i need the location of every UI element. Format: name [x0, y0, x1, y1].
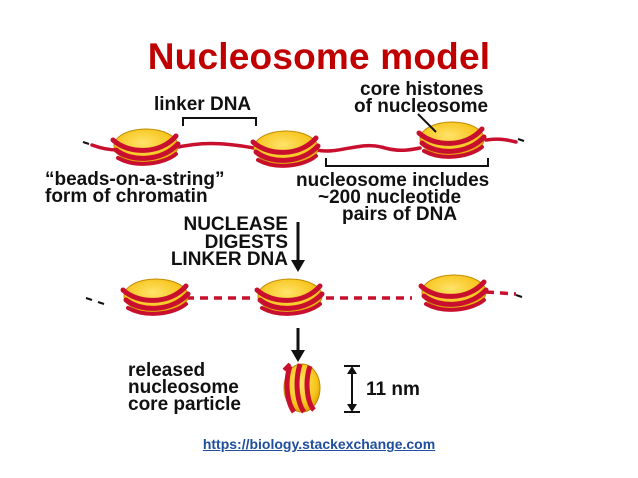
core-histones-pointer	[417, 113, 437, 133]
label-released: released	[128, 360, 206, 381]
label-pairs: pairs of DNA	[342, 204, 458, 225]
nucleosome-bead	[419, 122, 484, 157]
label-linker-dna-2: LINKER DNA	[170, 249, 288, 270]
size-dimension	[344, 365, 360, 413]
label-linker-dna: linker DNA	[154, 94, 252, 115]
nucleosome-bead	[257, 279, 322, 314]
nucleosome-bead	[253, 131, 318, 166]
label-nucleotide: ~200 nucleotide	[318, 187, 462, 208]
dna-end-mark	[82, 141, 90, 145]
dna-strand-top	[90, 137, 518, 153]
nucleosome-bead	[421, 275, 486, 310]
label-digests: DIGESTS	[204, 232, 288, 253]
page-title: Nucleosome model	[147, 36, 491, 77]
label-beads: “beads-on-a-string”	[45, 169, 225, 190]
source-link[interactable]: https://biology.stackexchange.com	[202, 436, 436, 452]
label-core-histones: core histones	[360, 79, 484, 100]
label-size: 11 nm	[366, 379, 420, 400]
label-nucleosome-includes: nucleosome includes	[296, 170, 490, 191]
nucleosome-bead	[113, 129, 178, 164]
label-core-particle: core particle	[128, 394, 241, 415]
core-particle	[282, 362, 321, 414]
label-nucleosome: nucleosome	[128, 377, 239, 398]
label-nuclease: NUCLEASE	[183, 214, 288, 235]
nucleosome-bracket	[325, 158, 489, 167]
label-beads-2: form of chromatin	[45, 186, 208, 207]
dna-strand-digested	[186, 290, 517, 300]
linker-dna-bracket	[182, 117, 257, 126]
dna-end-mark	[517, 138, 525, 142]
nucleosome-bead	[123, 279, 188, 314]
label-core-histones-2: of nucleosome	[354, 96, 489, 117]
